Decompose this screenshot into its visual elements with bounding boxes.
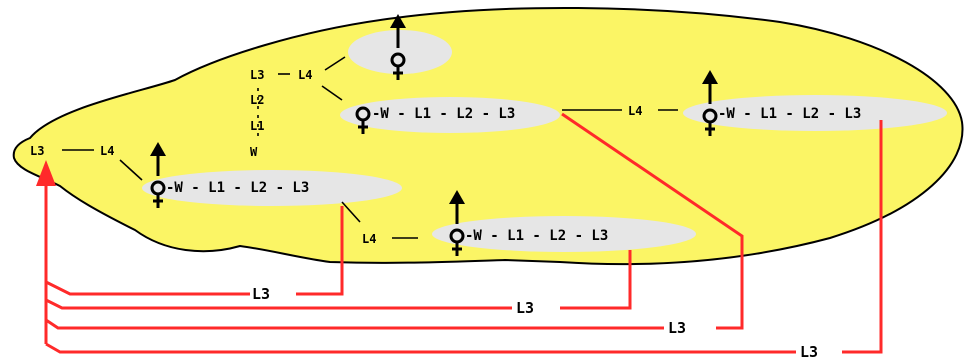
connector-l4-top-to-spot (324, 56, 346, 71)
node-mid-label: -W - L1 - L2 - L3 (372, 106, 515, 122)
edge-route2 (560, 250, 632, 310)
spot-top (348, 30, 452, 74)
chain-l3: L3 (250, 68, 264, 82)
route4-label: L3 (800, 343, 818, 361)
spot-bottom (432, 216, 696, 252)
edge-route2-left (45, 298, 512, 310)
node-right-label: -W - L1 - L2 - L3 (718, 106, 861, 122)
l4-left: L4 (100, 144, 114, 158)
route1-label: L3 (252, 285, 270, 303)
node-left-label: -W - L1 - L2 - L3 (166, 180, 309, 196)
node-bottom-label: -W - L1 - L2 - L3 (465, 228, 608, 244)
edge-route4 (842, 120, 883, 354)
connector-l4-top-to-mid (321, 85, 343, 101)
arrow-head-icon (36, 160, 56, 186)
connector-l4-left-to-node (119, 159, 143, 181)
connector-node-left-to-l4 (341, 201, 361, 223)
edge-route3 (561, 112, 744, 330)
l4-mid-right: L4 (628, 104, 642, 118)
edge-route1-left (45, 280, 250, 296)
spot-left (142, 170, 402, 206)
chain-w: W (250, 145, 258, 159)
chain-l1: L1 (250, 119, 264, 133)
l4-bottom: L4 (362, 232, 376, 246)
chain-l2: L2 (250, 93, 264, 107)
spot-mid (340, 97, 560, 133)
route3-label: L3 (668, 319, 686, 337)
edge-route3-left (45, 318, 664, 330)
l4-top: L4 (298, 68, 312, 82)
l3-left: L3 (30, 144, 44, 158)
edge-route4-left (45, 342, 796, 354)
edge-route1 (296, 206, 344, 296)
route2-label: L3 (516, 299, 534, 317)
